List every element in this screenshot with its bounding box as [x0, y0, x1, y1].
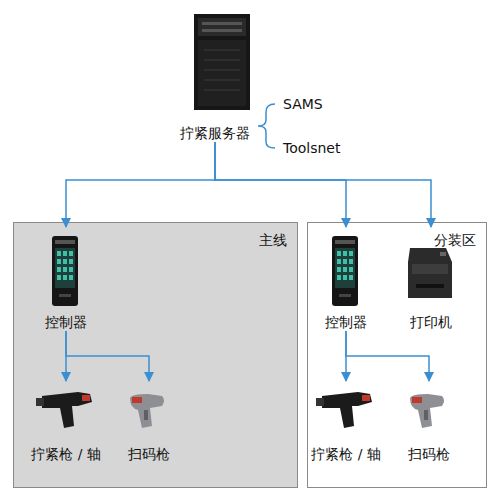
bracket — [258, 104, 275, 148]
group-band: 主线控制器拧紧枪 / 轴 扫码枪 — [13, 222, 298, 488]
node-label: 控制器 — [45, 313, 87, 331]
device-node: 拧紧枪 / 轴 — [311, 381, 381, 463]
group-band: 分装区控制器 打印机拧紧枪 / 轴 扫码枪 — [307, 222, 487, 488]
device-node: 控制器 — [313, 227, 379, 331]
device-node: 拧紧服务器 — [166, 10, 264, 142]
device-node: 扫码枪 — [393, 381, 465, 463]
node-label: 拧紧枪 / 轴 — [31, 445, 101, 463]
node-label: 扫码枪 — [408, 445, 450, 463]
node-label: 控制器 — [325, 313, 367, 331]
group-heading: 分装区 — [434, 231, 476, 249]
connector-arrow — [66, 142, 215, 227]
device-node: 拧紧枪 / 轴 — [21, 381, 111, 463]
node-label: 打印机 — [410, 313, 452, 331]
group-heading: 主线 — [259, 231, 287, 249]
node-label: 扫码枪 — [128, 445, 170, 463]
node-label: 拧紧服务器 — [180, 124, 250, 142]
node-label: 拧紧枪 / 轴 — [311, 445, 381, 463]
software-label: SAMS — [283, 95, 323, 113]
software-label: Toolsnet — [283, 139, 340, 157]
server-icon — [194, 14, 250, 110]
device-node: 打印机 — [391, 227, 471, 331]
device-node: 扫码枪 — [114, 381, 184, 463]
device-node: 控制器 — [33, 227, 99, 331]
